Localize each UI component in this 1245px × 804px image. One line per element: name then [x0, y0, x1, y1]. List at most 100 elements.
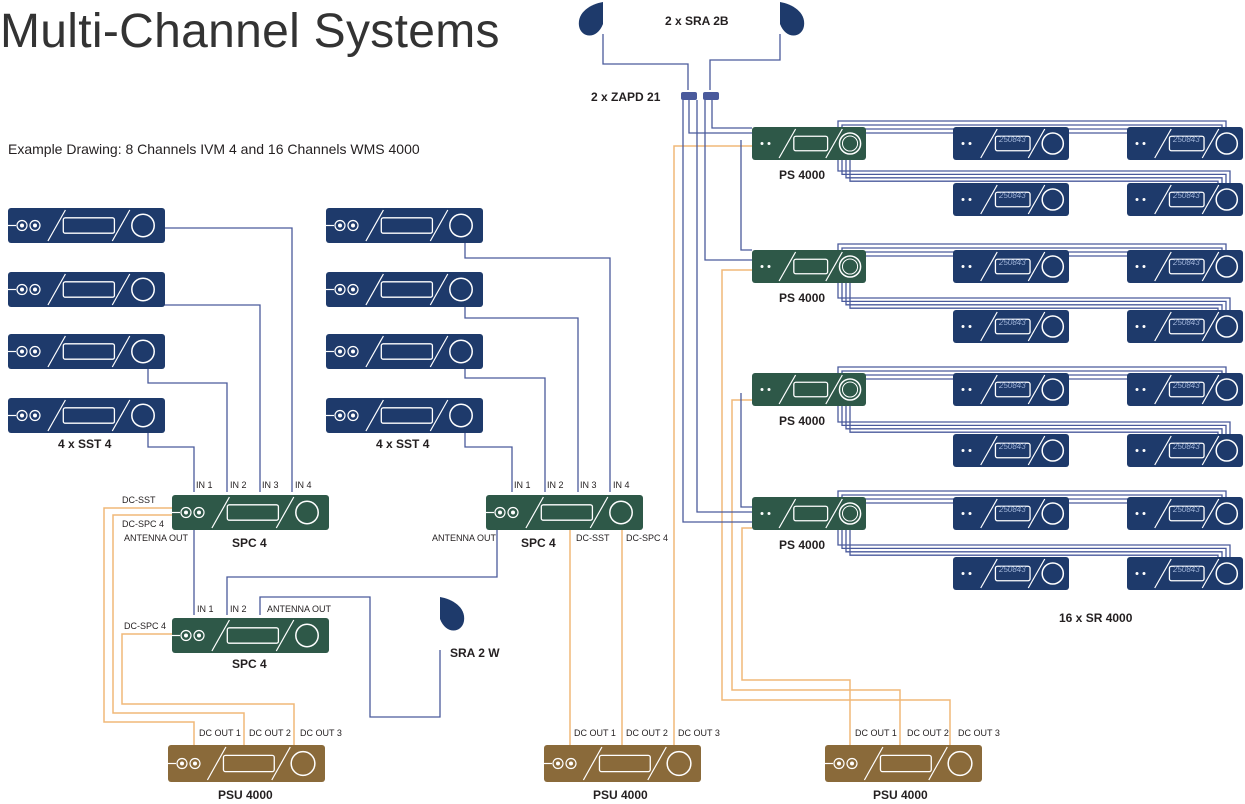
sst4-left-1 — [8, 208, 165, 243]
sr4000-receiver-5: 250843 — [953, 250, 1069, 283]
sr4000-receiver-11: 250843 — [953, 434, 1069, 467]
labels: Multi-Channel Systems Example Drawing: 8… — [0, 5, 1133, 802]
ps4000-unit-2 — [752, 250, 866, 283]
rf-spc2-spc3 — [226, 530, 498, 615]
rf-split-b — [711, 100, 752, 129]
rf-sst-l2 — [147, 290, 261, 492]
spc2-in1: IN 1 — [514, 480, 531, 490]
receiver-display-value: 250843 — [1172, 565, 1200, 574]
page-subtitle: Example Drawing: 8 Channels IVM 4 and 16… — [8, 141, 420, 157]
dc-ps3 — [731, 399, 901, 745]
psu3-label: PSU 4000 — [873, 788, 928, 802]
sr4000-receiver-7: 250843 — [953, 310, 1069, 343]
rf-split-d — [696, 100, 752, 513]
psu1-dc-out1: DC OUT 1 — [199, 728, 241, 738]
spc1-antenna-out: ANTENNA OUT — [124, 533, 189, 543]
receiver-display-value: 250843 — [1172, 442, 1200, 451]
spc2-in4: IN 4 — [613, 480, 630, 490]
rf-ps4-dn1 — [841, 525, 1227, 559]
sr4000-receiver-6: 250843 — [1127, 250, 1243, 283]
psu2-dc-out2: DC OUT 2 — [626, 728, 668, 738]
sst4-left-2 — [8, 272, 165, 307]
ps3-label: PS 4000 — [779, 414, 825, 428]
spc4-unit-2 — [486, 495, 643, 530]
sr4000-receiver-16: 250843 — [1127, 557, 1243, 590]
dc-ps2 — [721, 269, 951, 745]
ps4000-unit-4 — [752, 497, 866, 530]
psu3-dc-out1: DC OUT 1 — [855, 728, 897, 738]
spc1-in2: IN 2 — [230, 480, 247, 490]
sr4000-receiver-3: 250843 — [953, 183, 1069, 216]
sr4000-receiver-15: 250843 — [953, 557, 1069, 590]
spc1-in1: IN 1 — [196, 480, 213, 490]
spc1-in4: IN 4 — [295, 480, 312, 490]
psu2-label: PSU 4000 — [593, 788, 648, 802]
sr4000-receiver-2: 250843 — [1127, 127, 1243, 160]
receiver-display-value: 250843 — [1172, 505, 1200, 514]
sr4000-receiver-10: 250843 — [1127, 373, 1243, 406]
rf-split-c — [704, 100, 752, 261]
splitter-icon — [703, 92, 719, 100]
receiver-display-value: 250843 — [1172, 381, 1200, 390]
receiver-display-value: 250843 — [998, 135, 1026, 144]
sst-group-label-2: 4 x SST 4 — [376, 437, 430, 451]
spc1-in3: IN 3 — [262, 480, 279, 490]
ps4000-unit-1 — [752, 127, 866, 160]
spc2-label: SPC 4 — [521, 536, 556, 550]
psu4000-unit-3 — [825, 745, 982, 782]
rf-ps1-dn2 — [845, 155, 1223, 185]
rf-sst-r1 — [464, 225, 611, 492]
psu4000-unit-2 — [544, 745, 701, 782]
ps2-label: PS 4000 — [779, 291, 825, 305]
psu1-dc-out3: DC OUT 3 — [300, 728, 342, 738]
rf-ps2-dn0 — [837, 278, 1231, 312]
antenna-icon — [440, 597, 465, 631]
receiver-display-value: 250843 — [998, 565, 1026, 574]
receiver-display-value: 250843 — [1172, 258, 1200, 267]
receiver-display-value: 250843 — [1172, 191, 1200, 200]
rf-ps2-dn2 — [845, 278, 1223, 312]
spc2-dc-sst: DC-SST — [576, 533, 610, 543]
antenna-icon — [578, 2, 603, 36]
devices: 250843 250843 250843 250843 250843 250843 2508… — [8, 2, 1243, 782]
receiver-display-value: 250843 — [998, 381, 1026, 390]
spc2-in3: IN 3 — [580, 480, 597, 490]
rf-ps3-dn1 — [841, 401, 1227, 436]
rf-sst-l1 — [147, 225, 293, 492]
sst4-right-2 — [326, 272, 483, 307]
ps1-label: PS 4000 — [779, 168, 825, 182]
rf-ps1-ps2 — [740, 140, 752, 251]
dc-spc3-psu1 — [121, 633, 295, 745]
receiver-display-value: 250843 — [998, 442, 1026, 451]
page-title: Multi-Channel Systems — [0, 5, 500, 58]
receiver-display-value: 250843 — [998, 191, 1026, 200]
psu2-dc-out3: DC OUT 3 — [678, 728, 720, 738]
rf-split-e — [682, 100, 752, 523]
splitter-icon — [681, 92, 697, 100]
rf-spc3-sra2w — [259, 596, 441, 718]
antenna-icon — [780, 2, 805, 36]
sr4000-receiver-9: 250843 — [953, 373, 1069, 406]
spc2-in2: IN 2 — [547, 480, 564, 490]
dc-spc1-sst — [103, 507, 195, 745]
psu1-label: PSU 4000 — [218, 788, 273, 802]
sst4-left-3 — [8, 334, 165, 369]
spc3-dc-spc4: DC-SPC 4 — [124, 621, 166, 631]
spc1-dc-sst: DC-SST — [122, 495, 156, 505]
rf-ps3-ps4 — [740, 393, 752, 508]
receiver-display-value: 250843 — [998, 318, 1026, 327]
spc2-dc-spc4: DC-SPC 4 — [626, 533, 668, 543]
rf-ps1-dn0 — [837, 155, 1231, 185]
sr4000-receiver-12: 250843 — [1127, 434, 1243, 467]
rf-sst-r2 — [464, 290, 579, 492]
psu3-dc-out3: DC OUT 3 — [958, 728, 1000, 738]
dc-cables — [103, 145, 951, 745]
psu3-dc-out2: DC OUT 2 — [907, 728, 949, 738]
rf-ps3-dn0 — [837, 401, 1231, 436]
spc1-label: SPC 4 — [232, 536, 267, 550]
rf-ps2-dn3 — [849, 278, 1219, 312]
rf-ps4-dn3 — [849, 525, 1219, 559]
receiver-display-value: 250843 — [1172, 318, 1200, 327]
receiver-display-value: 250843 — [1172, 135, 1200, 144]
dc-ps1 — [673, 145, 752, 745]
